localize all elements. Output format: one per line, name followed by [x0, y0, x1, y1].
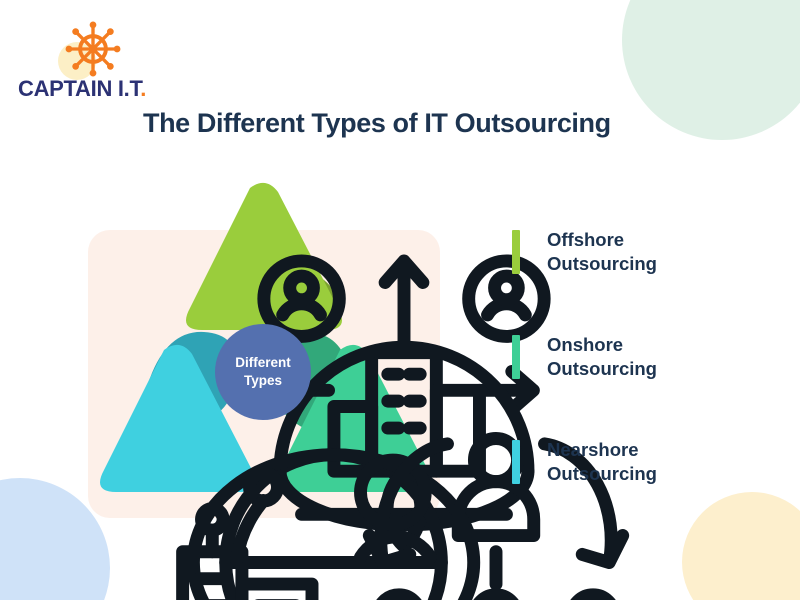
center-node-line1: Different	[235, 355, 291, 371]
legend-label-nearshore: Nearshore Outsourcing	[547, 438, 657, 485]
globe-buildings-people-icon	[257, 254, 551, 554]
legend-bar-nearshore	[512, 439, 520, 484]
decorative-circle-mint	[622, 0, 800, 140]
diagram-center-node: Different Types	[215, 324, 311, 420]
diagram-node-nearshore[interactable]	[100, 331, 256, 492]
legend-item-onshore[interactable]: Onshore Outsourcing	[512, 333, 772, 382]
legend-label-onshore: Onshore Outsourcing	[547, 333, 657, 380]
ship-wheel-icon	[65, 21, 121, 77]
nearshore-triangle	[100, 344, 256, 492]
page-title: The Different Types of IT Outsourcing	[143, 108, 611, 138]
legend-item-offshore[interactable]: Offshore Outsourcing	[512, 228, 772, 277]
team-hierarchy-icon	[362, 432, 630, 600]
brand-name-accent: .	[140, 76, 146, 101]
brand-logo: CAPTAIN I.T.	[18, 18, 168, 101]
globe-network-buildings-icon	[176, 448, 481, 600]
legend-item-nearshore[interactable]: Nearshore Outsourcing	[512, 438, 772, 487]
legend-bar-offshore	[512, 230, 520, 274]
legend: Offshore Outsourcing Onshore Outsourcing…	[512, 228, 772, 542]
legend-label-offshore: Offshore Outsourcing	[547, 229, 657, 275]
brand-name: CAPTAIN I.T.	[18, 76, 146, 102]
center-node-line2: Types	[243, 373, 282, 388]
legend-bar-onshore	[512, 334, 520, 379]
brand-name-main: CAPTAIN I.T	[18, 76, 141, 101]
